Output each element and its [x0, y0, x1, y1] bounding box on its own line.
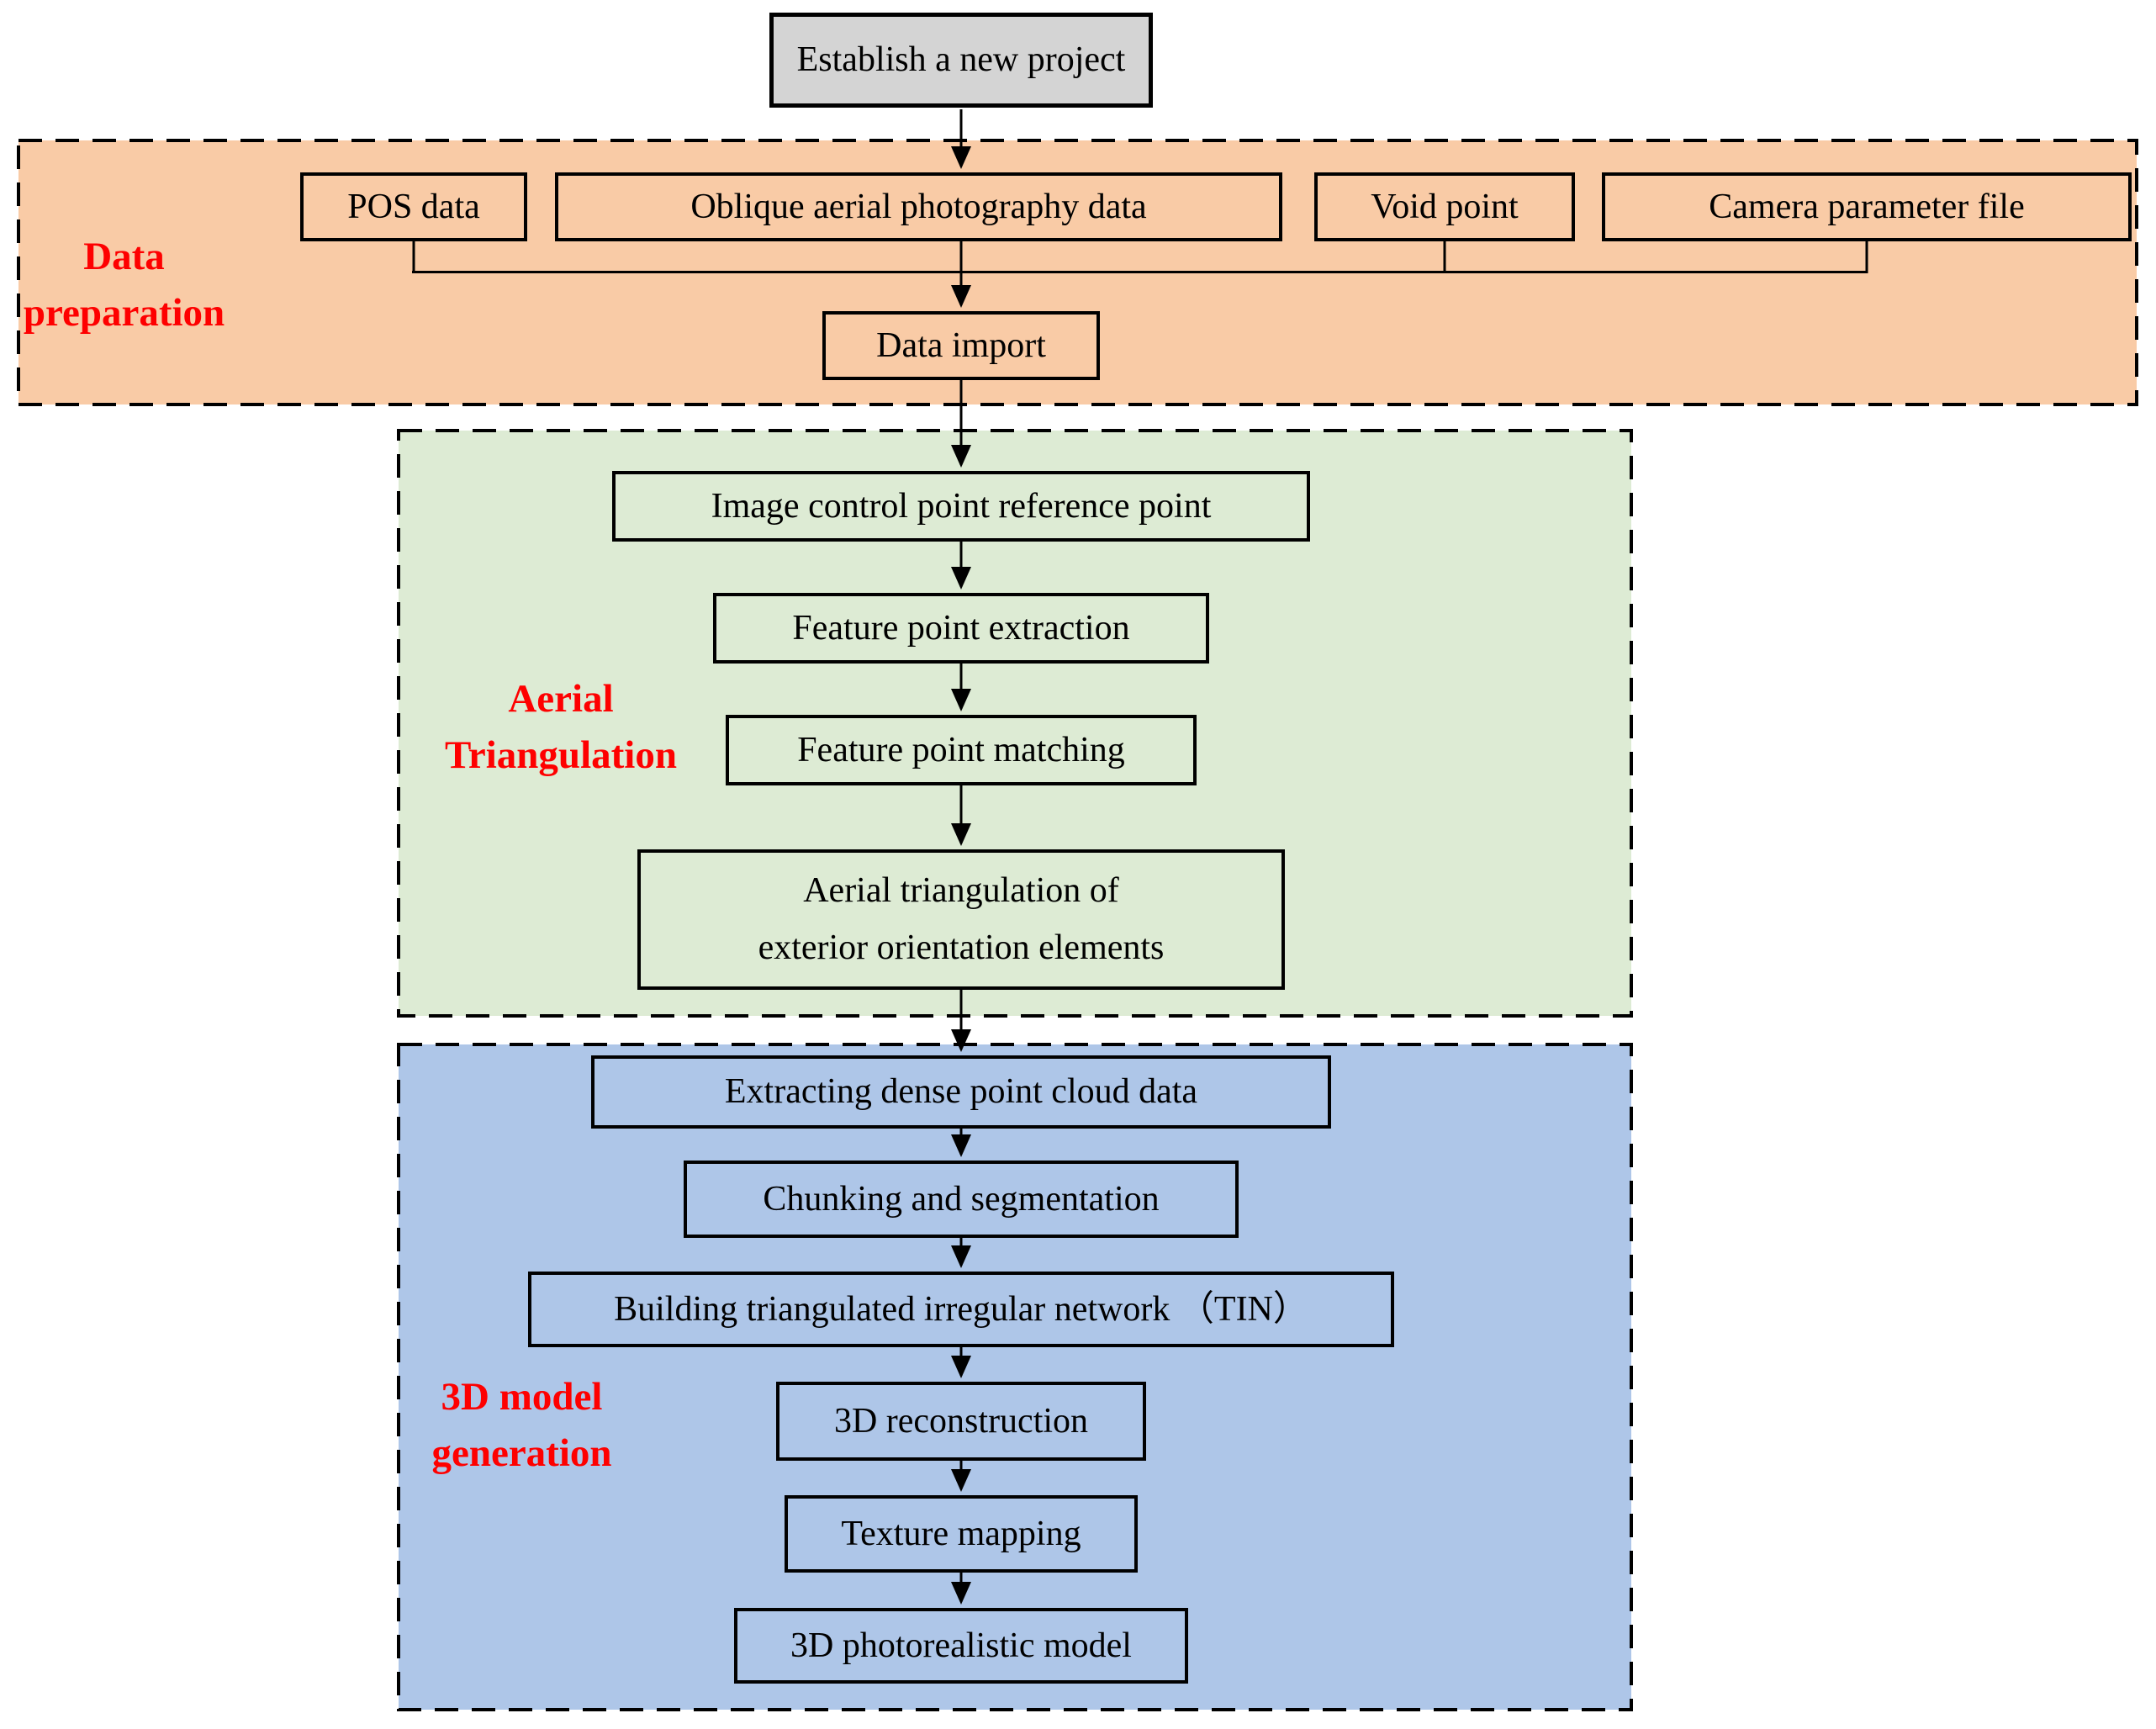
box-oblique-aerial-photography-data: Oblique aerial photography data	[555, 172, 1282, 241]
connector-arrows	[412, 109, 1868, 1605]
box-pos-data: POS data	[300, 172, 527, 241]
box-extracting-dense-point-cloud-data: Extracting dense point cloud data	[591, 1055, 1331, 1129]
box-feature-point-extraction: Feature point extraction	[713, 593, 1209, 664]
section-bg-aerial-triangulation	[397, 429, 1633, 1018]
box-building-tin: Building triangulated irregular network …	[528, 1272, 1394, 1347]
section-label-line: Aerial	[508, 677, 614, 721]
box-camera-parameter-file: Camera parameter file	[1602, 172, 2132, 241]
section-label-line: Data	[83, 235, 165, 278]
box-aerial-triangulation-exterior-orientation: Aerial triangulation of exterior orienta…	[637, 849, 1285, 990]
start-box-establish-new-project: Establish a new project	[769, 13, 1153, 108]
section-label-line: Triangulation	[445, 732, 677, 777]
box-chunking-and-segmentation: Chunking and segmentation	[684, 1161, 1239, 1238]
section-label-line: preparation	[23, 290, 225, 335]
section-label-data-preparation: Data preparation	[13, 229, 235, 341]
section-label-line: generation	[431, 1430, 612, 1475]
box-data-import: Data import	[822, 311, 1100, 380]
section-label-aerial-triangulation: Aerial Triangulation	[402, 671, 720, 783]
box-feature-point-matching: Feature point matching	[726, 715, 1197, 785]
box-3d-photorealistic-model: 3D photorealistic model	[734, 1608, 1188, 1684]
box-void-point: Void point	[1314, 172, 1575, 241]
box-texture-mapping: Texture mapping	[785, 1495, 1138, 1573]
box-3d-reconstruction: 3D reconstruction	[776, 1382, 1146, 1461]
box-text-line: Aerial triangulation of	[803, 871, 1119, 911]
box-text-line: exterior orientation elements	[758, 928, 1165, 967]
section-label-3d-model-generation: 3D model generation	[406, 1369, 637, 1481]
box-image-control-point-reference-point: Image control point reference point	[612, 471, 1310, 542]
section-label-line: 3D model	[441, 1375, 603, 1419]
section-bg-3d-model-generation	[397, 1043, 1633, 1711]
